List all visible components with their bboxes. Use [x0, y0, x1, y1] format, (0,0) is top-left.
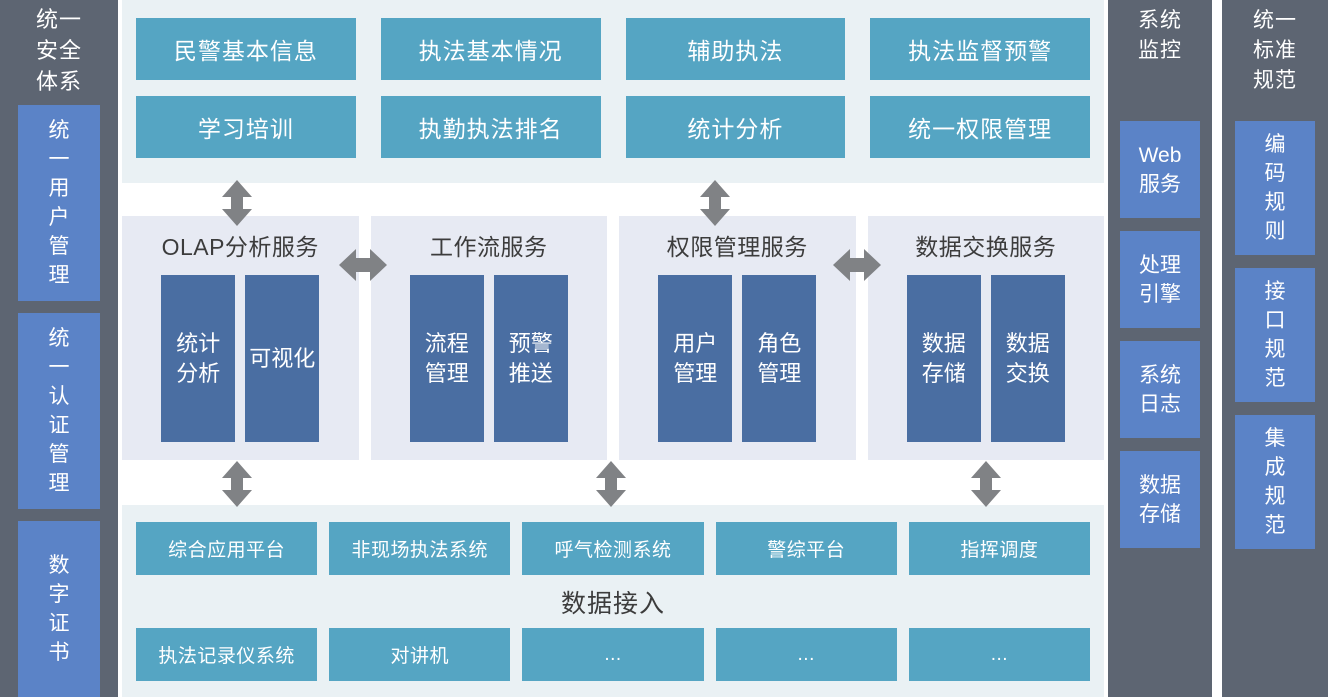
data-box-command-dispatch[interactable]: 指挥调度	[908, 522, 1090, 575]
data-box-walkie-talkie[interactable]: 对讲机	[329, 628, 511, 681]
service-panel-data-exchange-children: 数据 存储 数据 交换	[868, 275, 1105, 442]
data-access-layer-panel: 综合应用平台 非现场执法系统 呼气检测系统 警综平台 指挥调度 数据接入 执法记…	[122, 505, 1104, 697]
service-panel-workflow-title: 工作流服务	[430, 234, 548, 260]
service-box-data-exchange[interactable]: 数据 交换	[990, 275, 1065, 442]
service-panel-olap[interactable]: OLAP分析服务 统计 分析 可视化	[122, 216, 359, 460]
service-box-alert-push[interactable]: 预警 推送	[493, 275, 568, 442]
monitor-box-system-log[interactable]: 系统 日志	[1120, 341, 1200, 438]
monitor-box-data-storage[interactable]: 数据 存储	[1120, 451, 1200, 548]
application-layer-grid: 民警基本信息 执法基本情况 辅助执法 执法监督预警 学习培训 执勤执法排名 统计…	[136, 18, 1090, 158]
data-source-row-bottom: 执法记录仪系统 对讲机 ... ... ...	[136, 628, 1090, 681]
connector-permission-exchange-arrow	[833, 247, 881, 283]
data-box-breath-test-system[interactable]: 呼气检测系统	[522, 522, 704, 575]
connector-olap-workflow-arrow	[339, 247, 387, 283]
service-box-statistical-analysis[interactable]: 统计 分析	[161, 275, 236, 442]
connector-workflow-to-data-arrow	[594, 461, 628, 507]
standards-box-integration-spec[interactable]: 集 成 规 范	[1235, 415, 1315, 549]
app-box-statistical-analysis[interactable]: 统计分析	[625, 96, 846, 158]
security-column: 统一 安全 体系 统 一 用 户 管 理 统 一 认 证 管 理 数 字 证 书	[0, 0, 118, 697]
standards-box-interface-spec[interactable]: 接 口 规 范	[1235, 268, 1315, 402]
data-access-label: 数据接入	[560, 590, 665, 618]
data-box-offsite-enforcement-system[interactable]: 非现场执法系统	[329, 522, 511, 575]
data-box-more-2[interactable]: ...	[715, 628, 897, 681]
app-box-assisted-enforcement[interactable]: 辅助执法	[625, 18, 846, 80]
system-monitor-column: 系统 监控 Web 服务 处理 引擎 系统 日志 数据 存储	[1108, 0, 1212, 697]
data-box-more-3[interactable]: ...	[908, 628, 1090, 681]
system-monitor-column-title: 系统 监控	[1138, 9, 1182, 62]
security-box-digital-certificate[interactable]: 数 字 证 书	[18, 521, 100, 697]
data-box-law-enforcement-recorder-system[interactable]: 执法记录仪系统	[136, 628, 318, 681]
service-panel-olap-children: 统计 分析 可视化	[122, 275, 359, 442]
app-box-study-training[interactable]: 学习培训	[136, 96, 356, 158]
connector-app-to-permission-arrow	[698, 180, 732, 226]
application-layer-panel: 民警基本信息 执法基本情况 辅助执法 执法监督预警 学习培训 执勤执法排名 统计…	[122, 0, 1104, 183]
app-box-enforcement-supervision-alert[interactable]: 执法监督预警	[870, 18, 1090, 80]
connector-exchange-to-data-arrow	[969, 461, 1003, 507]
data-box-police-integrated-platform[interactable]: 警综平台	[715, 522, 897, 575]
service-box-role-management[interactable]: 角色 管理	[742, 275, 817, 442]
service-panel-data-exchange-title: 数据交换服务	[915, 234, 1057, 260]
service-panel-permission-children: 用户 管理 角色 管理	[619, 275, 856, 442]
app-box-unified-permission-management[interactable]: 统一权限管理	[870, 96, 1090, 158]
service-box-data-storage[interactable]: 数据 存储	[906, 275, 981, 442]
service-panel-permission-title: 权限管理服务	[666, 234, 808, 260]
app-box-duty-enforcement-ranking[interactable]: 执勤执法排名	[380, 96, 601, 158]
unified-standards-column: 统一 标准 规范 编 码 规 则 接 口 规 范 集 成 规 范	[1222, 0, 1328, 697]
service-panel-data-exchange[interactable]: 数据交换服务 数据 存储 数据 交换	[867, 216, 1105, 460]
connector-olap-to-data-arrow	[220, 461, 254, 507]
standards-box-coding-rules[interactable]: 编 码 规 则	[1235, 121, 1315, 255]
security-box-user-management[interactable]: 统 一 用 户 管 理	[18, 105, 100, 301]
service-layer-row: OLAP分析服务 统计 分析 可视化 工作流服务 流程 管理 预警 推送 权限管…	[122, 216, 1104, 460]
security-column-title: 统一 安全 体系	[35, 7, 82, 94]
app-box-enforcement-basics[interactable]: 执法基本情况	[380, 18, 601, 80]
security-box-auth-management[interactable]: 统 一 认 证 管 理	[18, 313, 100, 509]
service-box-user-management[interactable]: 用户 管理	[658, 275, 733, 442]
main-architecture-area: 民警基本信息 执法基本情况 辅助执法 执法监督预警 学习培训 执勤执法排名 统计…	[118, 0, 1108, 697]
monitor-box-web-service[interactable]: Web 服务	[1120, 121, 1200, 218]
monitor-box-processing-engine[interactable]: 处理 引擎	[1120, 231, 1200, 328]
service-panel-workflow[interactable]: 工作流服务 流程 管理 预警 推送	[370, 216, 608, 460]
unified-standards-column-title: 统一 标准 规范	[1253, 9, 1297, 92]
connector-app-to-olap-arrow	[220, 180, 254, 226]
data-box-more-1[interactable]: ...	[522, 628, 704, 681]
data-box-integrated-application-platform[interactable]: 综合应用平台	[136, 522, 318, 575]
service-panel-workflow-children: 流程 管理 预警 推送	[371, 275, 608, 442]
service-panel-olap-title: OLAP分析服务	[161, 234, 319, 260]
data-source-row-top: 综合应用平台 非现场执法系统 呼气检测系统 警综平台 指挥调度	[136, 522, 1090, 575]
service-panel-permission[interactable]: 权限管理服务 用户 管理 角色 管理	[619, 216, 856, 460]
app-box-police-basic-info[interactable]: 民警基本信息	[136, 18, 356, 80]
service-box-visualization[interactable]: 可视化	[245, 275, 320, 442]
service-box-process-management[interactable]: 流程 管理	[409, 275, 484, 442]
